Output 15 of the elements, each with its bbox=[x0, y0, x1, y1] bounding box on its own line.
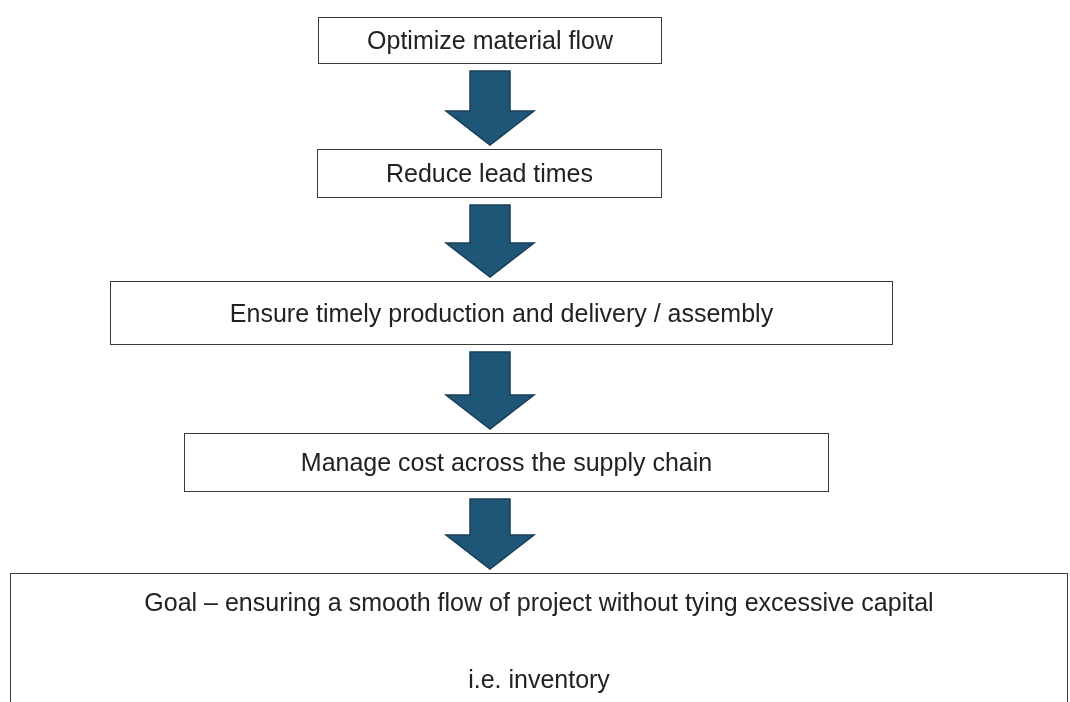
process-box bbox=[110, 281, 893, 345]
box-text: Goal – ensuring a smooth flow of project without tying excessive capital bbox=[144, 588, 934, 617]
box-text: i.e. inventory bbox=[468, 665, 610, 694]
box-text: Optimize material flow bbox=[367, 26, 613, 55]
box-text: Ensure timely production and delivery / assembly bbox=[229, 298, 774, 328]
block-arrow bbox=[443, 70, 537, 146]
box-text: Reduce lead times bbox=[385, 159, 594, 188]
process-box bbox=[184, 433, 829, 492]
process-box bbox=[318, 17, 662, 64]
process-box bbox=[317, 149, 662, 198]
process-box bbox=[10, 573, 1068, 702]
box-text: Manage cost across the supply chain bbox=[300, 448, 713, 477]
block-arrow bbox=[443, 498, 537, 570]
block-arrow bbox=[443, 204, 537, 278]
block-arrow bbox=[443, 351, 537, 430]
